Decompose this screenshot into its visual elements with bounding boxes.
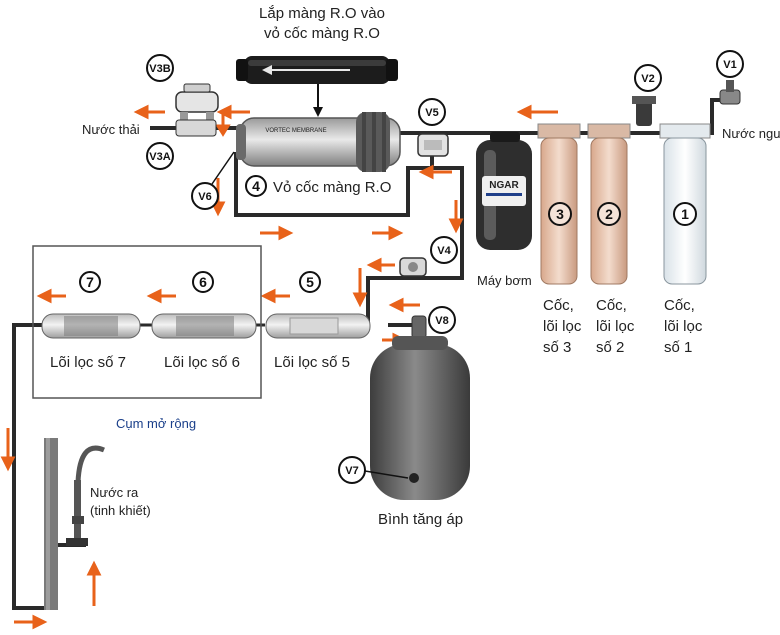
- svg-text:2: 2: [605, 206, 613, 222]
- cup-3-label: Cốc, lõi lọc số 3: [543, 297, 582, 356]
- insert-arrow: [313, 84, 323, 117]
- cartridge-5: [265, 313, 371, 339]
- cartridge-7: [41, 313, 141, 339]
- svg-text:V8: V8: [435, 315, 448, 327]
- arrow: [36, 288, 66, 304]
- badge-v8: V8: [428, 306, 456, 334]
- badge-v2: V2: [634, 64, 662, 92]
- arrow: [388, 297, 420, 313]
- v6-pointer: [211, 151, 235, 185]
- badge-v7: V7: [338, 456, 366, 484]
- svg-text:lõi lọc: lõi lọc: [596, 318, 635, 335]
- title-line2: vỏ cốc màng R.O: [264, 25, 380, 42]
- cup-1-label: Cốc, lõi lọc số 1: [664, 297, 703, 356]
- badge-v1: V1: [716, 50, 744, 78]
- badge-cup-2: 2: [597, 202, 621, 226]
- arrow: [86, 560, 102, 606]
- arrow: [448, 200, 464, 234]
- valve-v5-body: [417, 133, 449, 157]
- svg-text:V6: V6: [198, 191, 211, 203]
- pressure-tank: [370, 336, 470, 500]
- arrow: [260, 225, 294, 241]
- cartridge-5-label: Lõi lọc số 5: [274, 354, 350, 371]
- arrow: [516, 104, 558, 120]
- pump-label: Máy bơm: [477, 273, 532, 288]
- title-line1: Lắp màng R.O vào: [259, 5, 385, 22]
- svg-text:V7: V7: [345, 465, 358, 477]
- arrow: [418, 164, 452, 180]
- arrow: [372, 225, 404, 241]
- inlet-label: Nước nguồn: [722, 126, 780, 141]
- ro-membrane-cartridge: [236, 56, 398, 84]
- membrane-housing-label: Vỏ cốc màng R.O: [273, 179, 391, 196]
- badge-4: 4: [245, 175, 267, 197]
- svg-text:Cốc,: Cốc,: [664, 297, 695, 314]
- cartridge-7-label: Lõi lọc số 7: [50, 354, 126, 371]
- cup-2-label: Cốc, lõi lọc số 2: [596, 297, 635, 356]
- badge-cup-1: 1: [673, 202, 697, 226]
- expansion-group-label: Cụm mở rộng: [116, 416, 196, 431]
- svg-text:1: 1: [681, 206, 689, 222]
- svg-text:7: 7: [86, 274, 94, 290]
- arrow: [260, 288, 290, 304]
- badge-v6: V6: [191, 182, 219, 210]
- valve-v8-body: [411, 315, 427, 339]
- arrow: [215, 113, 231, 137]
- svg-text:V1: V1: [723, 59, 736, 71]
- arrow: [216, 104, 250, 120]
- badge-v4: V4: [430, 236, 458, 264]
- cartridge-6-label: Lõi lọc số 6: [164, 354, 240, 371]
- membrane-housing: VORTEC MEMBRANE: [236, 112, 401, 172]
- badge-v5: V5: [418, 98, 446, 126]
- flow-arrows: [0, 104, 558, 630]
- expansion-group-frame: [32, 245, 262, 399]
- badge-v3a: V3A: [146, 142, 174, 170]
- valve-v1-body: [719, 80, 741, 105]
- svg-text:V4: V4: [437, 245, 451, 257]
- arrow: [146, 288, 176, 304]
- arrow: [133, 104, 165, 120]
- pump-brand: NGAR: [489, 180, 519, 191]
- badge-cartridge-6: 6: [192, 271, 214, 293]
- svg-text:3: 3: [556, 206, 564, 222]
- arrow: [366, 257, 395, 273]
- cartridge-6: [151, 313, 257, 339]
- waste-label: Nước thải: [82, 122, 140, 137]
- arrow: [352, 268, 368, 308]
- svg-text:6: 6: [199, 274, 207, 290]
- v7-pointer: [364, 470, 409, 479]
- svg-text:4: 4: [252, 178, 260, 194]
- svg-text:lõi lọc: lõi lọc: [543, 318, 582, 335]
- badge-cartridge-5: 5: [299, 271, 321, 293]
- svg-text:V3A: V3A: [149, 151, 170, 163]
- svg-text:số 1: số 1: [664, 339, 692, 356]
- svg-text:V2: V2: [641, 73, 654, 85]
- svg-text:V5: V5: [425, 107, 438, 119]
- outlet-label-line2: (tinh khiết): [90, 503, 151, 518]
- faucet: [44, 438, 105, 610]
- svg-text:V3B: V3B: [149, 63, 170, 75]
- valve-v2-body: [632, 96, 656, 126]
- svg-text:lõi lọc: lõi lọc: [664, 318, 703, 335]
- svg-text:Cốc,: Cốc,: [543, 297, 574, 314]
- svg-text:5: 5: [306, 274, 314, 290]
- valve-v4-body: [399, 257, 427, 277]
- valve-v3a-body: [175, 119, 217, 137]
- arrow: [14, 614, 48, 630]
- membrane-brand: VORTEC MEMBRANE: [265, 128, 326, 134]
- arrow: [0, 428, 16, 472]
- svg-text:số 2: số 2: [596, 339, 624, 356]
- badge-cartridge-7: 7: [79, 271, 101, 293]
- badge-cup-3: 3: [548, 202, 572, 226]
- badge-v3b: V3B: [146, 54, 174, 82]
- tank-label: Bình tăng áp: [378, 511, 463, 528]
- svg-text:số 3: số 3: [543, 339, 571, 356]
- pump: NGAR: [476, 132, 532, 250]
- svg-text:Cốc,: Cốc,: [596, 297, 627, 314]
- outlet-label-line1: Nước ra: [90, 485, 139, 500]
